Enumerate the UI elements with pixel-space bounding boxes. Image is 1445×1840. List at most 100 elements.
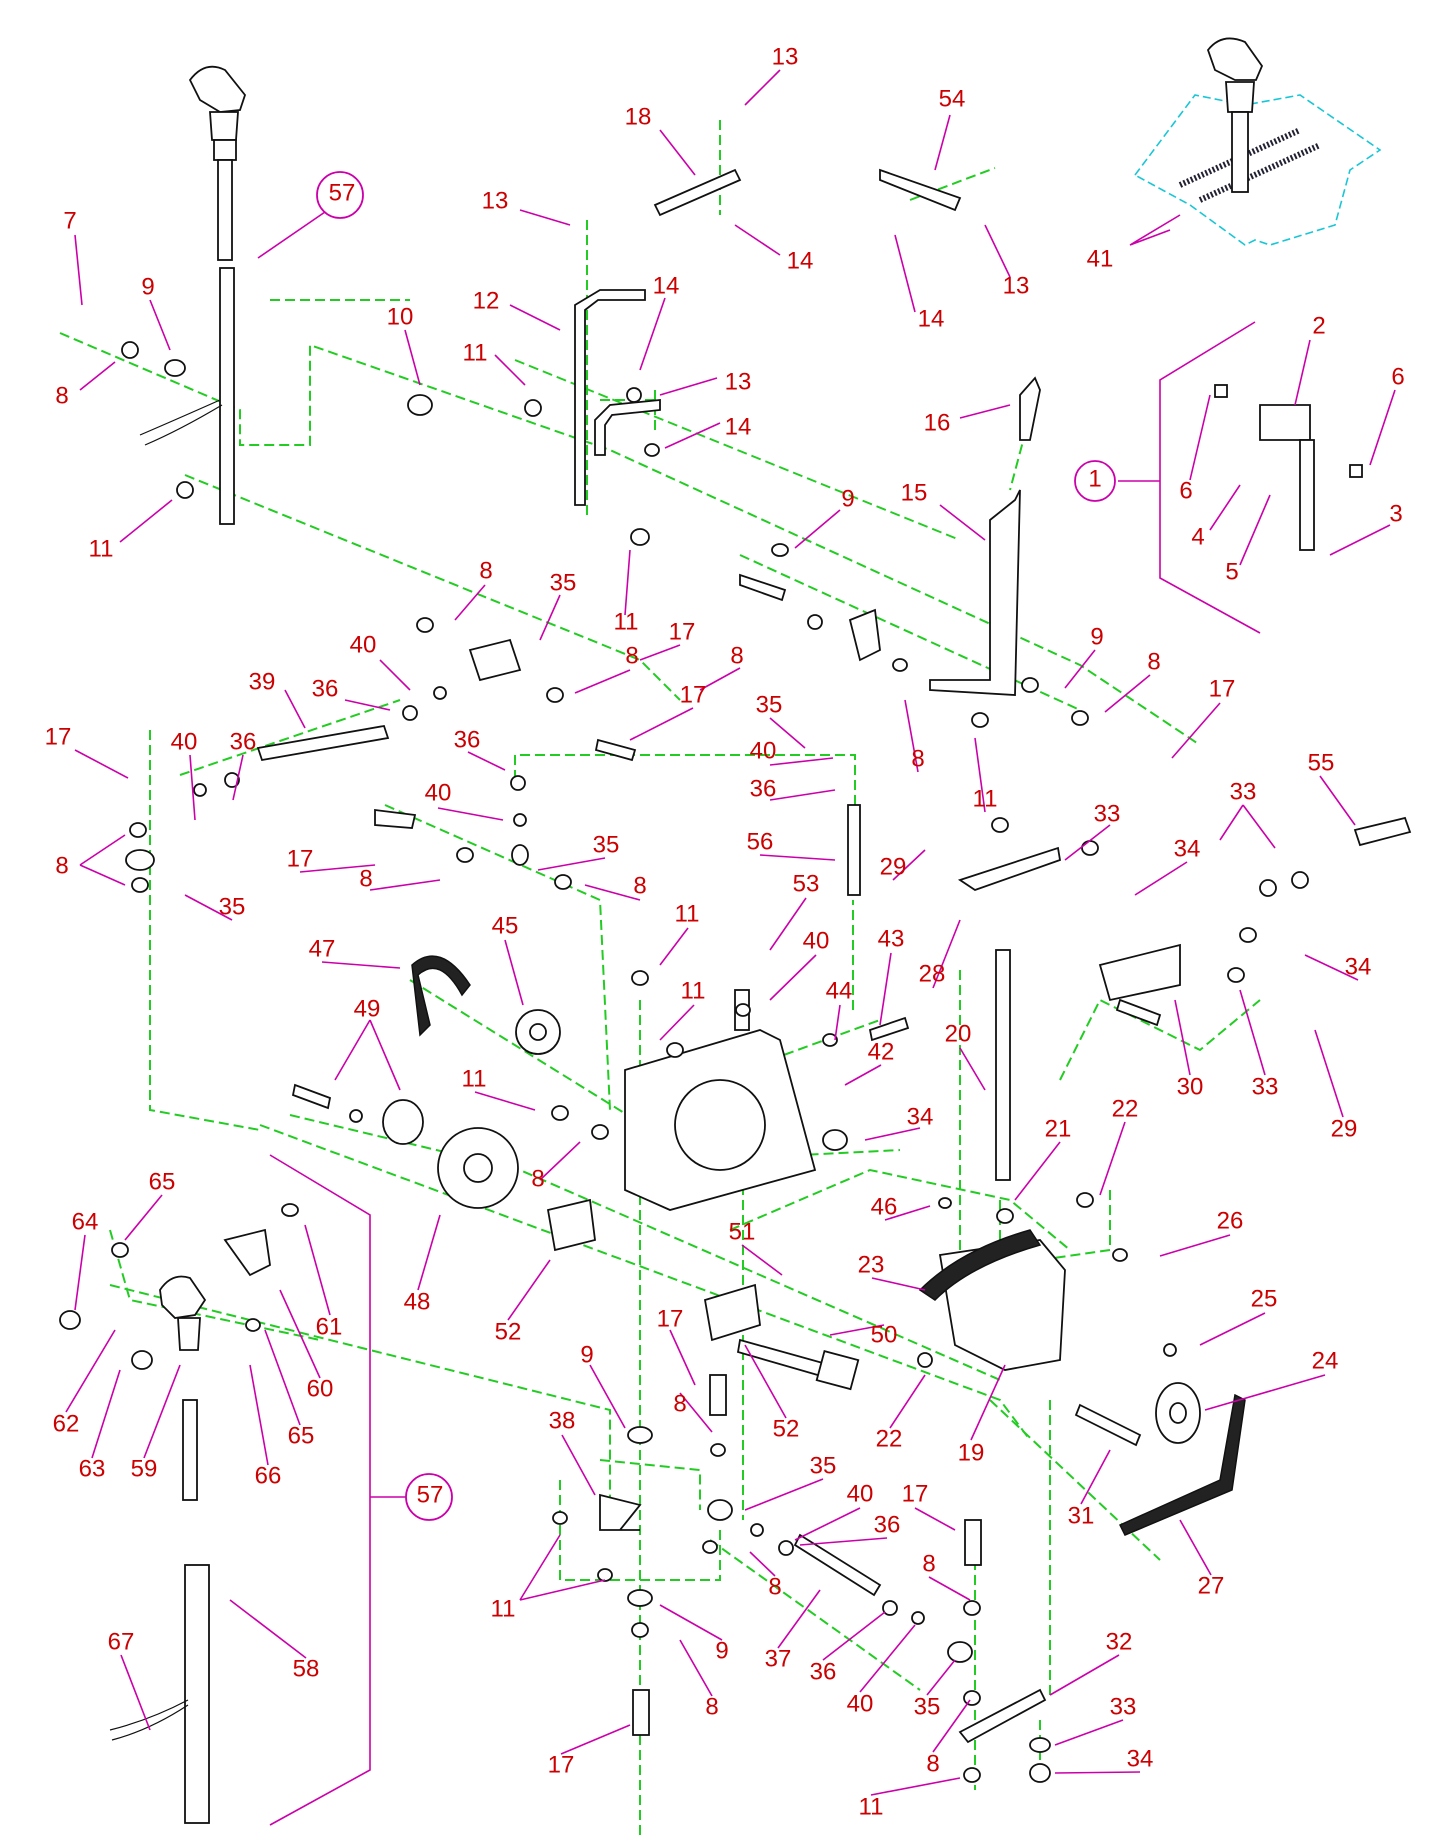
callout-c17g: 17	[902, 1480, 929, 1507]
callout-c67: 67	[108, 1628, 135, 1655]
callout-c47: 47	[309, 935, 336, 962]
assembly-centerlines	[59, 120, 1261, 1840]
callout-c8l: 8	[768, 1573, 781, 1600]
fasteners	[59, 341, 1309, 1783]
callout-c33c: 33	[1252, 1073, 1279, 1100]
plate-54	[879, 168, 962, 212]
callout-c62: 62	[53, 1410, 80, 1437]
callout-c59: 59	[131, 1455, 158, 1482]
callout-c23: 23	[858, 1251, 885, 1278]
callout-c4: 4	[1191, 523, 1204, 550]
callout-c46: 46	[871, 1193, 898, 1220]
callout-c54: 54	[939, 85, 966, 112]
callout-c7: 7	[63, 207, 76, 234]
callout-c25: 25	[1251, 1285, 1278, 1312]
callout-c49: 49	[354, 995, 381, 1022]
callout-c44: 44	[826, 977, 853, 1004]
callout-c17b: 17	[680, 681, 707, 708]
callout-c12: 12	[473, 287, 500, 314]
callout-c61: 61	[316, 1313, 343, 1340]
callout-c38: 38	[549, 1407, 576, 1434]
callout-c40b: 40	[171, 728, 198, 755]
callout-c9e: 9	[715, 1637, 728, 1664]
callout-c5: 5	[1225, 558, 1238, 585]
callout-c57a: 57	[329, 179, 356, 206]
lever-15	[929, 489, 1021, 696]
callout-c40f: 40	[847, 1480, 874, 1507]
callout-c20: 20	[945, 1020, 972, 1047]
callout-c21: 21	[1045, 1115, 1072, 1142]
callout-c40d: 40	[425, 779, 452, 806]
callout-c8m: 8	[922, 1550, 935, 1577]
callout-c8d: 8	[625, 642, 638, 669]
callout-c33d: 33	[1110, 1693, 1137, 1720]
callout-c34d: 34	[1127, 1745, 1154, 1772]
callout-c22a: 22	[1112, 1095, 1139, 1122]
grip-16	[1019, 376, 1041, 441]
bar-32	[958, 1688, 1047, 1744]
callout-c43: 43	[878, 925, 905, 952]
callout-c17f: 17	[657, 1305, 684, 1332]
callout-c8f: 8	[911, 745, 924, 772]
callout-c50: 50	[871, 1321, 898, 1348]
callout-c17e: 17	[287, 845, 314, 872]
plate-18	[653, 168, 742, 217]
callout-c34c: 34	[907, 1103, 934, 1130]
callout-c8n: 8	[705, 1693, 718, 1720]
callout-c8c: 8	[1147, 648, 1160, 675]
rod-20	[995, 949, 1011, 1181]
callout-c48: 48	[404, 1288, 431, 1315]
callout-c13c: 13	[1003, 272, 1030, 299]
callout-c8j: 8	[531, 1165, 544, 1192]
callout-c34a: 34	[1174, 835, 1201, 862]
callout-c31: 31	[1068, 1502, 1095, 1529]
callout-c40g: 40	[847, 1690, 874, 1717]
joystick-lower	[109, 1228, 271, 1824]
callout-c36d: 36	[750, 775, 777, 802]
callout-c36a: 36	[312, 675, 339, 702]
callout-c19: 19	[958, 1439, 985, 1466]
callout-c13d: 13	[725, 368, 752, 395]
callout-c11b: 11	[89, 535, 114, 562]
shaft-50	[736, 1338, 832, 1380]
callout-c13a: 13	[772, 43, 799, 70]
callout-c6a: 6	[1391, 363, 1404, 390]
spring-37	[793, 1533, 882, 1597]
bracket-38	[599, 1493, 642, 1531]
callout-c36e: 36	[874, 1511, 901, 1538]
callout-c14d: 14	[725, 413, 752, 440]
joystick-handle-left	[139, 65, 247, 525]
callout-c55: 55	[1308, 749, 1335, 776]
callout-c8i: 8	[633, 872, 646, 899]
hub-49	[382, 1099, 424, 1145]
callout-c11i: 11	[859, 1793, 884, 1820]
callout-c66: 66	[255, 1462, 282, 1489]
handle-assembly-2	[1259, 404, 1311, 441]
callout-c56: 56	[747, 828, 774, 855]
callout-c36c: 36	[454, 726, 481, 753]
callout-c35d: 35	[219, 893, 246, 920]
callout-c9a: 9	[141, 273, 154, 300]
callout-c64: 64	[72, 1208, 99, 1235]
spring-39	[256, 724, 390, 762]
callout-c9d: 9	[580, 1341, 593, 1368]
callout-c60: 60	[307, 1375, 334, 1402]
callout-c53: 53	[793, 870, 820, 897]
callout-c40e: 40	[803, 927, 830, 954]
callout-c17d: 17	[45, 723, 72, 750]
callout-c39: 39	[249, 668, 276, 695]
callout-c36f: 36	[810, 1658, 837, 1685]
bracket-28	[957, 846, 1062, 891]
callout-c41: 41	[1087, 245, 1114, 272]
callout-c11e: 11	[675, 900, 700, 927]
joystick-handle-right	[1206, 37, 1264, 193]
callout-c14b: 14	[918, 305, 945, 332]
chain-47	[411, 955, 471, 1037]
leader-lines	[65, 69, 1396, 1796]
callout-c8a: 8	[55, 382, 68, 409]
callout-c35e: 35	[810, 1452, 837, 1479]
callout-c42: 42	[868, 1038, 895, 1065]
callout-c52b: 52	[773, 1415, 800, 1442]
callout-c8k: 8	[673, 1390, 686, 1417]
